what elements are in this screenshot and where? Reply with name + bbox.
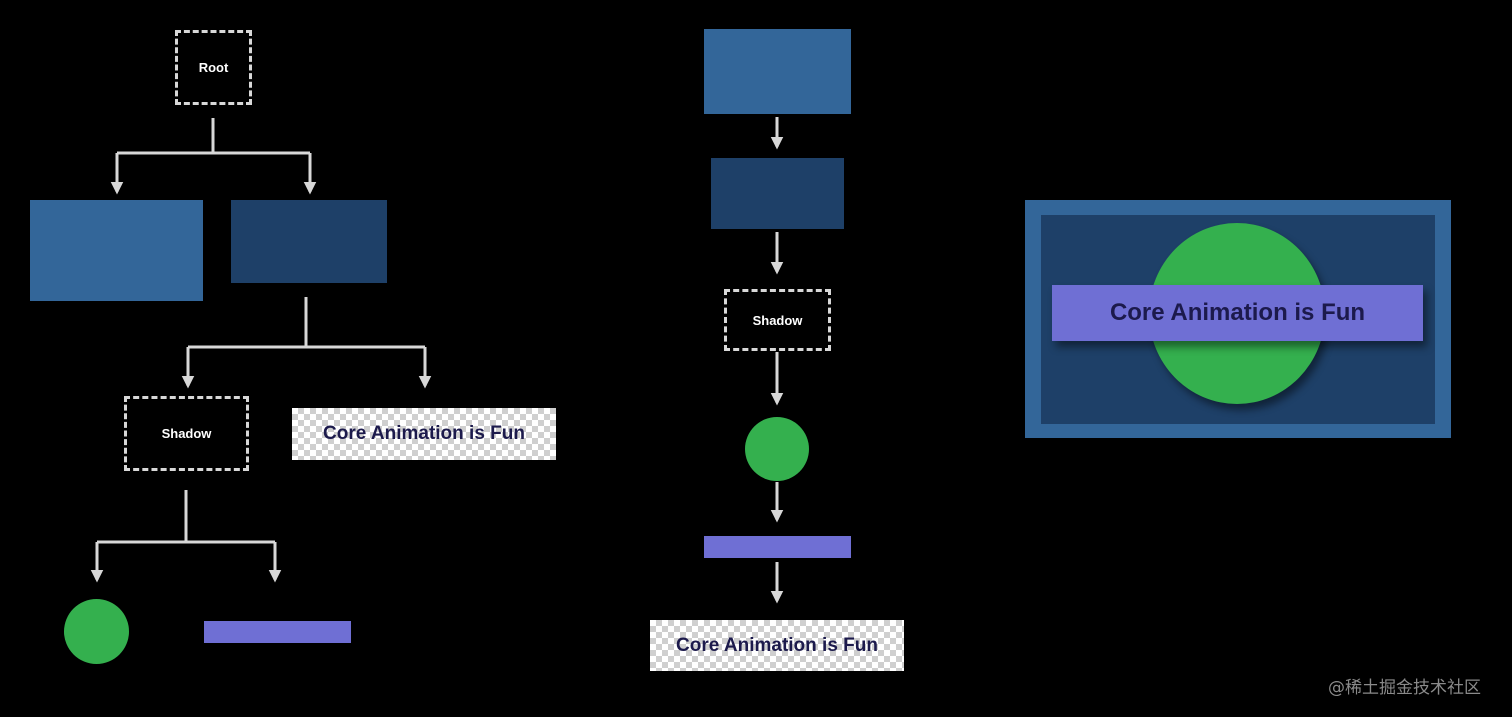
text-layer-label: Core Animation is Fun: [323, 423, 525, 444]
watermark: @稀土掘金技术社区: [1328, 678, 1481, 698]
root-label: Root: [198, 60, 229, 75]
composite-text-bar: Core Animation is Fun: [1052, 285, 1423, 341]
chain-text-layer-label: Core Animation is Fun: [676, 634, 878, 656]
chain-light-blue-layer: [704, 29, 851, 114]
connector-root: [117, 118, 310, 155]
chain-purple-bar-layer: [704, 536, 851, 558]
purple-bar-layer: [204, 621, 351, 643]
root-layer: Root: [175, 30, 252, 105]
shadow-label: Shadow: [161, 426, 212, 441]
shadow-layer: Shadow: [124, 396, 249, 471]
green-circle-layer: [64, 599, 129, 664]
dark-blue-layer: [231, 200, 387, 283]
composite-text-label: Core Animation is Fun: [1109, 299, 1366, 326]
chain-shadow-layer: Shadow: [724, 289, 831, 351]
chain-dark-blue-layer: [711, 158, 844, 229]
connector-dark-blue: [188, 297, 425, 349]
text-layer: Core Animation is Fun: [292, 408, 556, 460]
light-blue-layer: [30, 200, 203, 301]
chain-green-circle-layer: [745, 417, 809, 481]
composite-result: Core Animation is Fun: [1025, 200, 1451, 438]
chain-shadow-label: Shadow: [752, 312, 803, 328]
connector-shadow: [97, 490, 275, 544]
chain-text-layer: Core Animation is Fun: [650, 620, 904, 671]
